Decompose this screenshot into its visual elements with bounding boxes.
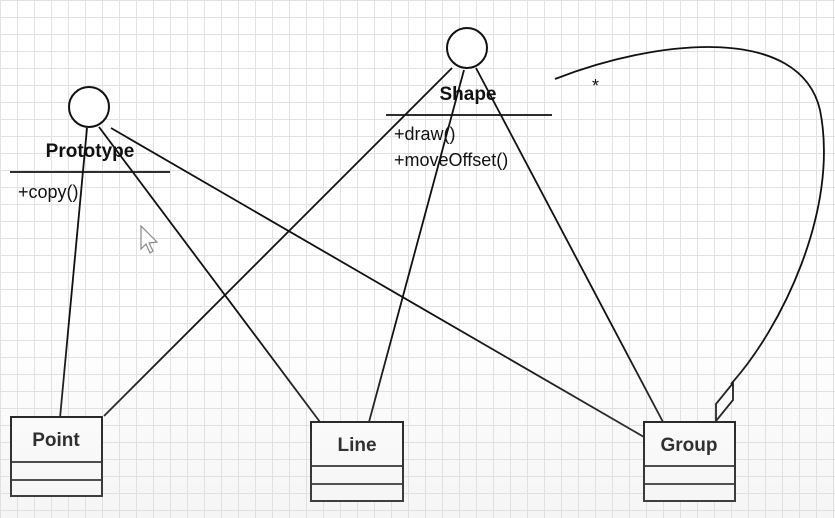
- mouse-cursor-icon: [140, 224, 159, 254]
- prototype-interface-icon: [68, 86, 110, 128]
- shape-operation-draw: +draw(): [394, 124, 456, 144]
- class-group[interactable]: Group: [643, 421, 736, 502]
- self-association-multiplicity: *: [592, 76, 599, 96]
- group-self-aggregation-line: [554, 46, 825, 385]
- link-line-shape: [368, 69, 465, 423]
- aggregation-diamond-icon: [715, 380, 734, 424]
- link-group-shape: [475, 67, 664, 423]
- shape-operation-moveoffset: +moveOffset(): [394, 150, 508, 170]
- link-line-prototype: [98, 126, 321, 423]
- class-line[interactable]: Line: [310, 421, 404, 502]
- class-line-name: Line: [337, 435, 376, 456]
- shape-interface-name: Shape: [439, 84, 496, 105]
- prototype-interface-name: Prototype: [46, 141, 135, 162]
- link-group-prototype: [110, 127, 645, 438]
- link-point-prototype: [59, 127, 88, 419]
- shape-interface-icon: [446, 27, 488, 69]
- class-point[interactable]: Point: [10, 416, 103, 497]
- class-point-name: Point: [32, 430, 80, 451]
- class-group-name: Group: [661, 435, 718, 456]
- link-point-shape: [103, 67, 453, 417]
- prototype-operation: +copy(): [18, 182, 79, 202]
